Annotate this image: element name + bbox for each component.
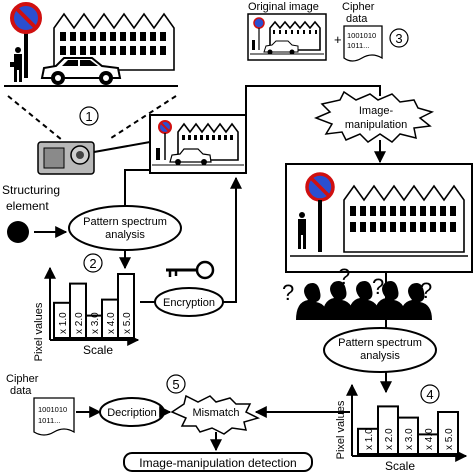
svg-text:Decription: Decription <box>107 407 157 419</box>
key-icon <box>166 260 215 280</box>
spectrum-left-tick-label: x 4.0 <box>106 312 117 334</box>
structuring-element-label-2: element <box>6 199 49 213</box>
encryption-ellipse: Encryption <box>154 287 224 317</box>
spectrum-left-bar <box>69 282 87 340</box>
plus-sign: + <box>334 32 342 47</box>
spectrum-left-tick-label: x 3.0 <box>90 312 101 334</box>
manipulated-image <box>285 163 473 273</box>
spectrum-left-bar <box>117 273 135 339</box>
cipher-document-icon-top: 1001010 1011... <box>343 25 383 62</box>
original-image-thumbnail <box>247 13 327 61</box>
structuring-element-disk <box>7 221 29 243</box>
x-axis-label-right: Scale <box>385 459 415 473</box>
spectrum-right-tick-label: x 2.0 <box>384 428 395 450</box>
captured-photo <box>149 114 247 174</box>
no-parking-sign-icon <box>10 2 42 78</box>
spectrum-left-tick-label: x 1.0 <box>58 312 69 334</box>
mismatch-burst: Mismatch <box>170 394 261 435</box>
svg-text:manipulation: manipulation <box>345 119 407 131</box>
pattern-spectrum-ellipse-left: Pattern spectrum analysis <box>68 205 182 251</box>
cipher-data-label-left: Cipher <box>6 373 39 385</box>
svg-text:Pattern spectrum: Pattern spectrum <box>83 216 167 228</box>
car-icon <box>40 57 122 85</box>
street-scene-top <box>4 2 178 87</box>
spectrum-right-tick-label: x 3.0 <box>404 428 415 450</box>
pattern-spectrum-ellipse-right: Pattern spectrum analysis <box>323 327 437 373</box>
svg-text:1001010: 1001010 <box>347 31 376 40</box>
spectrum-left-tick-label: x 2.0 <box>74 312 85 334</box>
svg-text:4: 4 <box>426 387 433 402</box>
x-axis-label-left: Scale <box>83 343 113 357</box>
cipher-data-label-top-2: data <box>346 13 368 25</box>
audience-icon: ? ? ? ? <box>282 264 432 320</box>
svg-text:?: ? <box>420 278 432 303</box>
svg-text:1011...: 1011... <box>347 41 369 50</box>
step-5-badge: 5 <box>166 374 186 394</box>
image-manipulation-burst: Image- manipulation <box>313 90 435 143</box>
detection-box: Image-manipulation detection <box>123 452 313 472</box>
svg-text:analysis: analysis <box>360 350 400 362</box>
step-3-badge: 3 <box>389 28 409 48</box>
spectrum-right-tick-label: x 4.0 <box>424 428 435 450</box>
svg-text:2: 2 <box>89 256 96 271</box>
svg-text:Pattern spectrum: Pattern spectrum <box>338 337 422 349</box>
svg-text:analysis: analysis <box>105 229 145 241</box>
spectrum-left-tick-label: x 5.0 <box>122 312 133 334</box>
pattern-spectrum-chart-right: Pixel values x 1.0 x 2.0 x 3.0 x 4.0 x 5.0 S… <box>335 383 468 473</box>
cipher-data-label-top: Cipher <box>342 1 375 13</box>
step-1-badge: 1 <box>79 106 99 126</box>
svg-text:Image-: Image- <box>359 105 394 117</box>
decription-ellipse: Decription <box>99 397 165 427</box>
pattern-spectrum-chart-left: Pixel values x 1.0 x 2.0 x 3.0 x 4.0 x 5.0 S… <box>33 266 140 361</box>
svg-text:?: ? <box>338 264 350 289</box>
svg-text:Image-manipulation detection: Image-manipulation detection <box>139 456 296 470</box>
svg-text:1011...: 1011... <box>38 416 60 425</box>
svg-text:Encryption: Encryption <box>163 297 215 309</box>
cipher-data-label-left-2: data <box>10 385 32 397</box>
spectrum-right-tick-label: x 1.0 <box>364 428 375 450</box>
svg-text:?: ? <box>282 280 294 305</box>
svg-text:Mismatch: Mismatch <box>192 407 239 419</box>
svg-text:1: 1 <box>85 109 92 124</box>
spectrum-right-tick-label: x 5.0 <box>444 428 455 450</box>
pedestrian-icon <box>10 47 22 82</box>
step-2-badge: 2 <box>83 253 103 273</box>
y-axis-label-left: Pixel values <box>33 302 45 361</box>
y-axis-label-right: Pixel values <box>335 400 347 459</box>
svg-text:3: 3 <box>395 31 402 46</box>
step-4-badge: 4 <box>420 384 440 404</box>
cipher-document-icon-left: 1001010 1011... <box>33 397 75 436</box>
structuring-element-label: Structuring <box>2 183 60 197</box>
svg-text:1001010: 1001010 <box>38 405 67 414</box>
spectrum-right-bar <box>437 411 459 455</box>
svg-text:5: 5 <box>172 377 179 392</box>
original-image-label: Original image <box>248 1 319 13</box>
buildings-icon <box>53 12 175 71</box>
svg-text:?: ? <box>372 274 384 299</box>
camera-icon <box>37 141 95 175</box>
